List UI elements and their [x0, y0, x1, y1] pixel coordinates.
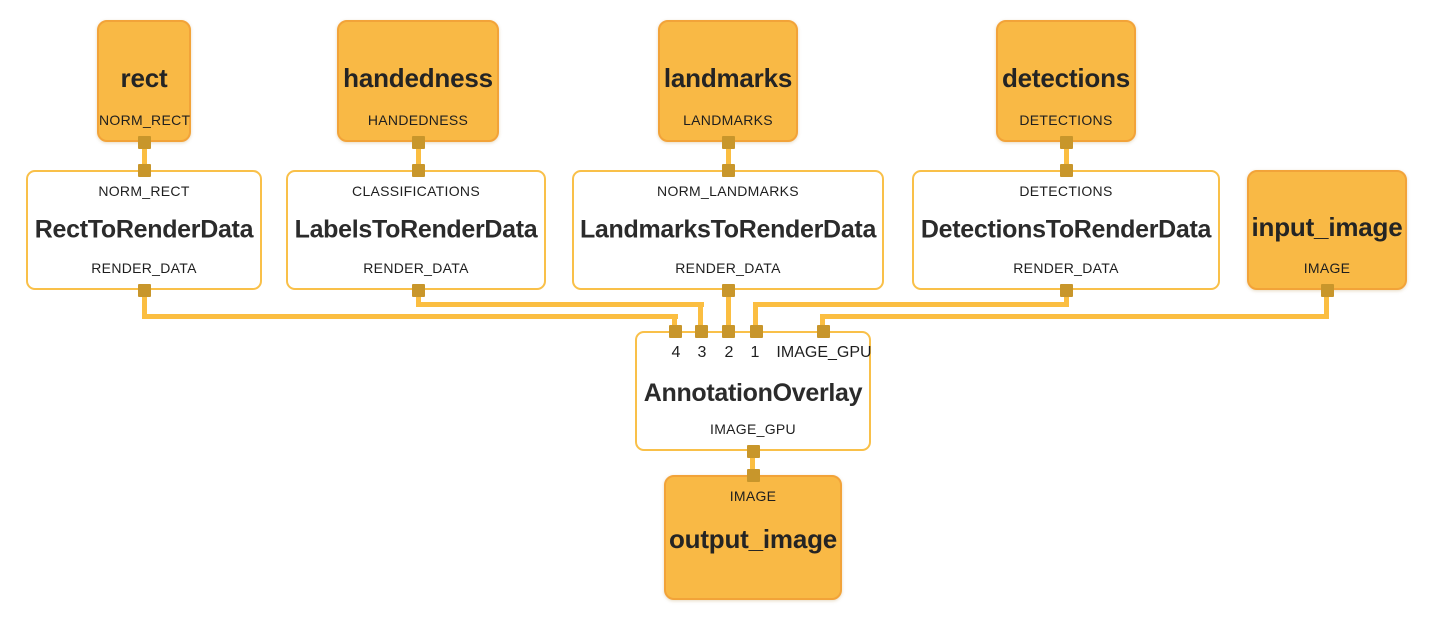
- port-inputimage-out: [1321, 284, 1334, 297]
- port-overlay-out: [747, 445, 760, 458]
- wire-overlay-to-outputimage: [750, 451, 755, 475]
- wire-labelsrender-to-port3: [698, 302, 703, 331]
- node-title: landmarks: [663, 63, 793, 94]
- wire-inputimage-to-imagegpu: [820, 314, 825, 331]
- input-port-label-image-gpu: IMAGE_GPU: [776, 344, 872, 361]
- calculator-node-labels-to-render-data[interactable]: CLASSIFICATIONS LabelsToRenderData RENDE…: [286, 170, 546, 290]
- port-detectionstorenderdata-in: [1060, 164, 1073, 177]
- input-port-label-3: 3: [697, 344, 707, 361]
- output-stream-label: RENDER_DATA: [91, 260, 197, 276]
- port-landmarkstorenderdata-out: [722, 284, 735, 297]
- port-overlay-in-imagegpu: [817, 325, 830, 338]
- wire-inputimage-down: [1324, 290, 1329, 319]
- output-stream-label: NORM_RECT: [99, 112, 191, 128]
- port-landmarks-out: [722, 136, 735, 149]
- output-stream-label: IMAGE: [1303, 260, 1351, 276]
- wire-rectrender-bus: [142, 314, 678, 319]
- wire-handedness-to-labelstorenderdata: [416, 142, 421, 170]
- wire-labelsrender-down: [416, 290, 421, 307]
- node-title: rect: [120, 63, 168, 94]
- output-stream-label: IMAGE_GPU: [710, 421, 796, 437]
- port-recttorenderdata-in: [138, 164, 151, 177]
- calculator-title: DetectionsToRenderData: [920, 215, 1212, 244]
- port-labelstorenderdata-in: [412, 164, 425, 177]
- output-stream-label: RENDER_DATA: [363, 260, 469, 276]
- input-stream-label: IMAGE: [729, 488, 777, 504]
- output-stream-label: DETECTIONS: [1019, 112, 1113, 128]
- wire-detectionsrender-bus: [753, 302, 1069, 307]
- input-stream-label: DETECTIONS: [1019, 183, 1113, 199]
- sink-node-output-image[interactable]: IMAGE output_image: [664, 475, 842, 600]
- input-stream-label: CLASSIFICATIONS: [352, 183, 480, 199]
- wire-rectrender-down: [142, 290, 147, 319]
- port-landmarkstorenderdata-in: [722, 164, 735, 177]
- wire-landmarks-to-landmarkstorenderdata: [726, 142, 731, 170]
- port-rect-out: [138, 136, 151, 149]
- input-stream-label: NORM_LANDMARKS: [657, 183, 799, 199]
- output-stream-label: LANDMARKS: [683, 112, 773, 128]
- input-stream-label: NORM_RECT: [98, 183, 190, 199]
- source-node-landmarks[interactable]: landmarks LANDMARKS: [658, 20, 798, 142]
- wire-detectionsrender-to-port1: [753, 302, 758, 331]
- wire-labelsrender-bus: [416, 302, 704, 307]
- port-recttorenderdata-out: [138, 284, 151, 297]
- output-stream-label: RENDER_DATA: [1013, 260, 1119, 276]
- wire-landmarksrender-to-port2: [726, 290, 731, 331]
- wire-inputimage-bus: [820, 314, 1329, 319]
- wire-rect-to-recttorenderdata: [142, 142, 147, 170]
- wire-detectionsrender-down: [1064, 290, 1069, 307]
- node-title: detections: [1001, 63, 1131, 94]
- input-port-label-2: 2: [724, 344, 734, 361]
- port-overlay-in-2: [722, 325, 735, 338]
- node-title: output_image: [668, 523, 838, 554]
- wire-detections-to-detectionstorenderdata: [1064, 142, 1069, 170]
- node-title: handedness: [343, 63, 493, 94]
- port-overlay-in-4: [669, 325, 682, 338]
- calculator-node-rect-to-render-data[interactable]: NORM_RECT RectToRenderData RENDER_DATA: [26, 170, 262, 290]
- input-port-label-1: 1: [750, 344, 760, 361]
- port-detectionstorenderdata-out: [1060, 284, 1073, 297]
- calculator-node-detections-to-render-data[interactable]: DETECTIONS DetectionsToRenderData RENDER…: [912, 170, 1220, 290]
- port-detections-out: [1060, 136, 1073, 149]
- port-handedness-out: [412, 136, 425, 149]
- source-node-handedness[interactable]: handedness HANDEDNESS: [337, 20, 499, 142]
- calculator-title: LabelsToRenderData: [294, 215, 538, 244]
- calculator-title: LandmarksToRenderData: [579, 215, 877, 244]
- port-outputimage-in: [747, 469, 760, 482]
- source-node-detections[interactable]: detections DETECTIONS: [996, 20, 1136, 142]
- port-labelstorenderdata-out: [412, 284, 425, 297]
- calculator-node-landmarks-to-render-data[interactable]: NORM_LANDMARKS LandmarksToRenderData REN…: [572, 170, 884, 290]
- source-node-input-image[interactable]: input_image IMAGE: [1247, 170, 1407, 290]
- calculator-title: AnnotationOverlay: [643, 378, 863, 407]
- output-stream-label: HANDEDNESS: [367, 112, 469, 128]
- calculator-node-annotation-overlay[interactable]: 4 3 2 1 IMAGE_GPU AnnotationOverlay IMAG…: [635, 331, 872, 451]
- calculator-title: RectToRenderData: [34, 215, 254, 244]
- wire-rectrender-to-port4: [672, 314, 677, 331]
- output-stream-label: RENDER_DATA: [675, 260, 781, 276]
- source-node-rect[interactable]: rect NORM_RECT: [97, 20, 191, 142]
- node-title: input_image: [1251, 212, 1403, 243]
- port-overlay-in-3: [695, 325, 708, 338]
- input-port-label-4: 4: [671, 344, 681, 361]
- port-overlay-in-1: [750, 325, 763, 338]
